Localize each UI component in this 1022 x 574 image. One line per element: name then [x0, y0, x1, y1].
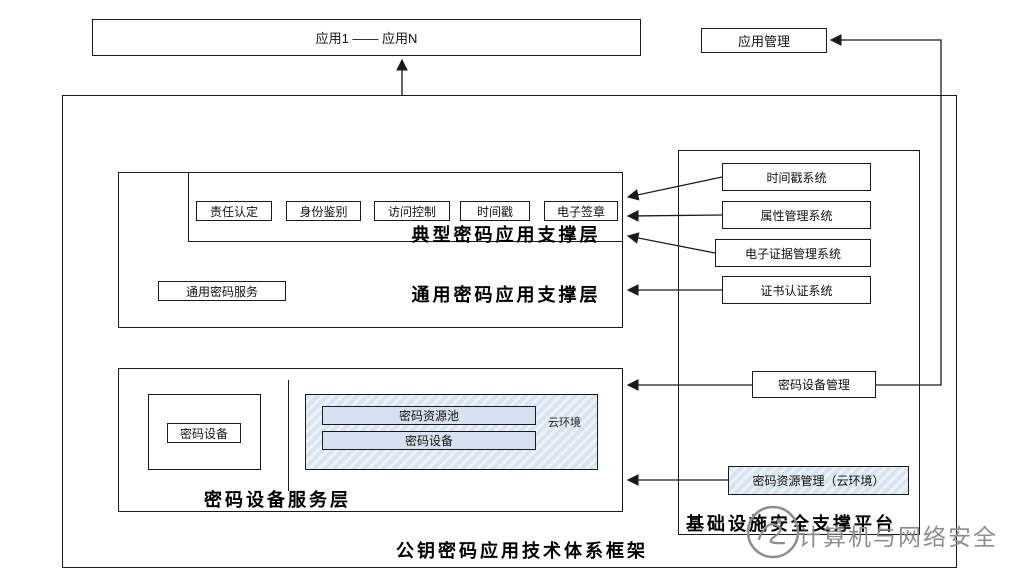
applications-box: 应用1 —— 应用N	[92, 19, 641, 56]
system-evidence-mgmt: 电子证据管理系统	[715, 239, 871, 267]
general-service-box: 通用密码服务	[158, 281, 286, 301]
watermark-logo-icon	[746, 505, 800, 559]
resource-mgmt-box: 密码资源管理（云环境）	[728, 466, 909, 495]
cloud-env-label: 云环境	[548, 417, 581, 429]
general-layer-label: 通用密码应用支撑层	[411, 285, 601, 305]
device-layer-box	[118, 368, 623, 512]
watermark-text: 计算机与网络安全	[798, 524, 998, 550]
device-cloud-divider	[288, 380, 289, 491]
device-group-box	[148, 394, 261, 470]
typical-item-responsibility: 责任认定	[196, 201, 272, 221]
typical-layer-label: 典型密码应用支撑层	[411, 225, 601, 245]
system-timestamp: 时间戳系统	[722, 163, 871, 191]
system-attribute-mgmt: 属性管理系统	[722, 201, 871, 229]
typical-item-esignature: 电子签章	[544, 201, 618, 221]
device-box: 密码设备	[167, 423, 241, 443]
typical-item-timestamp: 时间戳	[460, 201, 530, 221]
cloud-device-box: 密码设备	[322, 431, 536, 450]
device-mgmt-box: 密码设备管理	[752, 371, 876, 398]
typical-layer-box	[188, 172, 623, 242]
typical-item-identity: 身份鉴别	[286, 201, 361, 221]
infra-panel-label: 基础设施安全支撑平台	[686, 514, 896, 534]
app-management-box: 应用管理	[701, 28, 827, 53]
device-layer-label: 密码设备服务层	[204, 490, 351, 510]
cloud-pool-box: 密码资源池	[322, 406, 536, 425]
main-framework-frame	[62, 95, 957, 568]
framework-title: 公钥密码应用技术体系框架	[396, 541, 648, 561]
system-cert-auth: 证书认证系统	[722, 276, 871, 304]
typical-item-access-control: 访问控制	[374, 201, 450, 221]
